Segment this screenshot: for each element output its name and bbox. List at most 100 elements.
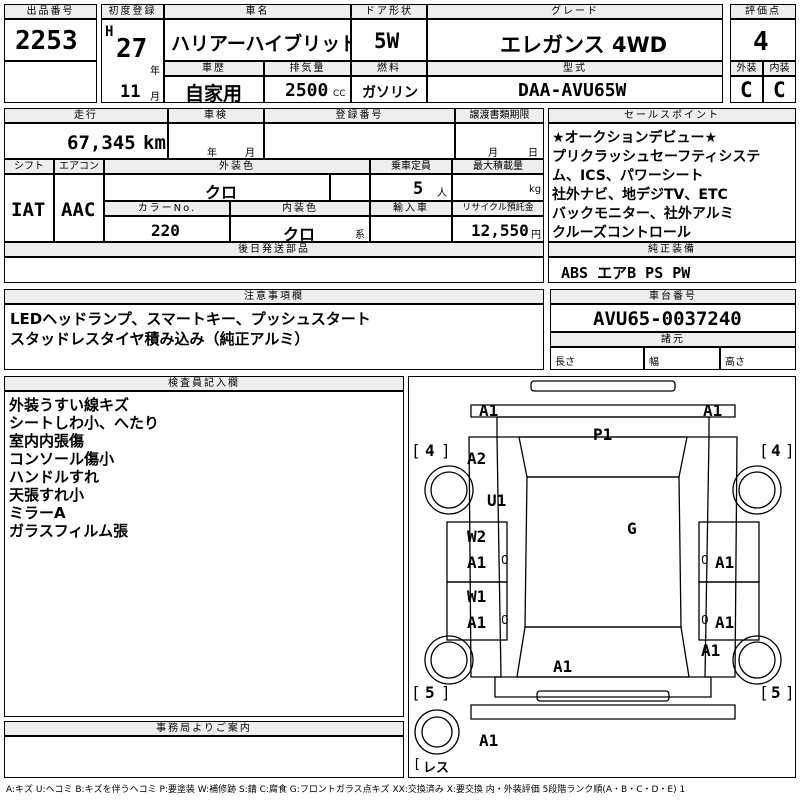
car-diagram <box>414 380 782 755</box>
grade: エレガンス 4WD <box>500 33 668 57</box>
model-type: DAA-AVU65W <box>518 80 627 101</box>
color-no-header: カラーNo. <box>104 201 230 216</box>
interior-grade: C <box>773 78 786 102</box>
car-name-header: 車名 <box>164 4 351 19</box>
front-bumper <box>530 380 676 392</box>
mark-u1: U1 <box>487 491 507 510</box>
spare-wheel <box>414 709 460 755</box>
tire-rl-open: [ <box>411 683 421 702</box>
kg-unit: kg <box>529 184 542 195</box>
lot-no: 2253 <box>15 26 78 56</box>
front-hood <box>470 404 736 418</box>
inspection-cell: 年 月 <box>168 123 264 159</box>
std-equipment-header: 純正装備 <box>548 242 796 257</box>
left-rear-door <box>446 581 508 641</box>
tire-fl-open: [ <box>411 441 421 460</box>
office-cell <box>4 736 404 778</box>
selling-points-cell: ★オークションデビュー★ プリクラッシュセーフティシステ ム、ICS、パワーシー… <box>548 123 796 242</box>
recycle: 12,550 <box>471 221 529 240</box>
wheel-rear-right-inner <box>738 641 776 679</box>
era: H <box>105 24 114 40</box>
score-header: 評価点 <box>730 4 796 19</box>
mark-a1-right-rear-door: A1 <box>715 613 735 632</box>
exterior-header: 外装 <box>730 61 763 76</box>
fuel: ガソリン <box>362 85 418 101</box>
wheel-rear-left-inner <box>430 641 468 679</box>
spec-height-cell: 高さ <box>720 347 796 370</box>
doc-day-unit: 日 <box>528 148 538 159</box>
wheel-rear-right <box>732 635 782 685</box>
notes-cell: LEDヘッドランプ、スマートキー、プッシュスタート スタッドレスタイヤ積み込み（… <box>4 304 544 370</box>
spec-width: 幅 <box>649 357 659 368</box>
zero-left-front: 0 <box>501 553 509 567</box>
door: 5W <box>374 29 400 53</box>
tire-rr-close: ] <box>785 683 795 702</box>
chassis-cell: AVU65-0037240 <box>550 304 796 332</box>
left-body <box>468 436 502 678</box>
car-name-cell: ハリアーハイブリッド <box>164 19 351 61</box>
insp-month-unit: 月 <box>245 148 255 159</box>
transfer-doc-header: 譲渡書類期限 <box>455 108 544 123</box>
mark-a1-right-front-door: A1 <box>715 553 735 572</box>
interior-grade-cell: C <box>763 76 796 103</box>
reg-no-cell <box>264 123 455 159</box>
door-cell: 5W <box>351 19 427 61</box>
rear-bumper <box>470 704 736 720</box>
int-color-cell: クロ 系 <box>230 216 370 242</box>
right-rear-door <box>698 581 760 641</box>
capacity-unit: 人 <box>437 188 447 199</box>
tire-rl-depth: 5 <box>425 683 435 702</box>
tire-fr-depth: 4 <box>771 441 781 460</box>
aircon: AAC <box>61 199 96 221</box>
color-no-cell: 220 <box>104 216 230 242</box>
ext-color-header: 外装色 <box>104 159 370 174</box>
spare-wheel-inner <box>421 716 453 748</box>
import-header: 輸入車 <box>370 201 452 216</box>
selling-points-header: セールスポイント <box>548 108 796 123</box>
transfer-doc-cell: 月 日 <box>455 123 544 159</box>
mark-a1-front-left: A1 <box>479 401 499 420</box>
cc-unit: CC <box>333 89 346 99</box>
max-load-header: 最大積載量 <box>452 159 544 174</box>
ext-color: クロ <box>205 183 238 201</box>
chassis-no: AVU65-0037240 <box>593 308 742 330</box>
ext-color-cell: クロ <box>104 174 330 201</box>
displacement-cell: 2500 CC <box>264 76 351 103</box>
doc-month-unit: 月 <box>488 148 498 159</box>
wheel-front-right <box>732 465 782 515</box>
roof <box>524 476 682 628</box>
wheel-front-right-inner <box>738 471 776 509</box>
interior-header: 内装 <box>763 61 796 76</box>
mark-p1: P1 <box>593 425 613 444</box>
import-cell <box>370 216 452 242</box>
mark-a2: A2 <box>467 449 487 468</box>
yen-unit: 円 <box>531 230 541 241</box>
zero-left-rear: 0 <box>501 613 509 627</box>
shift-cell: IAT <box>4 174 54 242</box>
trunk <box>494 676 712 698</box>
zero-right-front: 0 <box>701 553 709 567</box>
history-cell: 自家用 <box>164 76 264 103</box>
max-load-cell: kg <box>452 174 544 201</box>
displacement: 2500 <box>285 80 329 101</box>
fuel-header: 燃料 <box>351 61 427 76</box>
inspector-notes: 外装うすい線キズ シートしわ小、へたり 室内内張傷 コンソール傷小 ハンドルすれ… <box>9 396 160 540</box>
later-parts-cell <box>4 257 544 283</box>
aircon-cell: AAC <box>54 174 104 242</box>
tire-fr-open: [ <box>759 441 769 460</box>
km-unit: km <box>143 132 166 154</box>
rear-plate <box>536 690 670 702</box>
capacity-header: 乗車定員 <box>370 159 452 174</box>
score: 4 <box>753 27 769 57</box>
car-name: ハリアーハイブリッド <box>171 33 351 55</box>
int-color: クロ <box>283 225 316 242</box>
aircon-header: エアコン <box>54 159 104 174</box>
specs-header: 諸元 <box>550 332 796 347</box>
kei-unit: 系 <box>355 230 365 241</box>
displacement-header: 排気量 <box>264 61 351 76</box>
mark-a1-rear-bumper: A1 <box>479 731 499 750</box>
door-header: ドア形状 <box>351 4 427 19</box>
history-header: 車歴 <box>164 61 264 76</box>
ext-color-extra-cell <box>330 174 370 201</box>
year-unit: 年 <box>150 66 160 77</box>
